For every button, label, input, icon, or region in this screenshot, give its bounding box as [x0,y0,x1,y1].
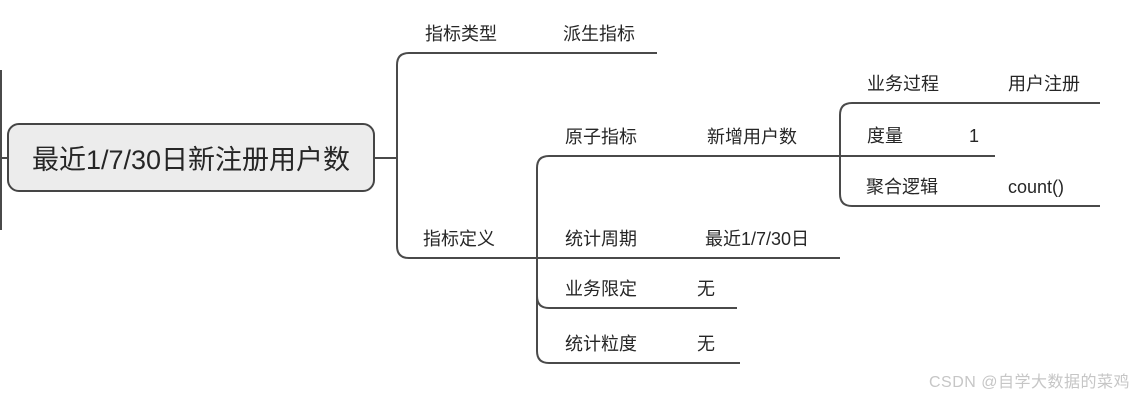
node-measure-label[interactable]: 度量 [867,126,903,146]
node-atomic-metric-label[interactable]: 原子指标 [565,127,637,147]
node-business-process-label[interactable]: 业务过程 [867,74,939,94]
node-atomic-metric-value[interactable]: 新增用户数 [707,127,797,147]
watermark: CSDN @自学大数据的菜鸡 [928,374,1130,391]
node-metric-definition-label[interactable]: 指标定义 [423,229,495,249]
branch-metric-type-line [396,52,840,259]
node-statistic-granularity-label[interactable]: 统计粒度 [565,334,637,354]
branch-aggregation-logic-line [839,156,1100,207]
node-business-process-value[interactable]: 用户注册 [1008,74,1080,94]
branch-business-process-line [839,102,1100,156]
node-business-limit-value[interactable]: 无 [697,279,715,299]
node-statistic-granularity-value[interactable]: 无 [697,334,715,354]
node-metric-type-label[interactable]: 指标类型 [425,24,497,44]
node-statistic-period-value[interactable]: 最近1/7/30日 [705,229,810,249]
root-node[interactable]: 最近1/7/30日新注册用户数 [7,123,375,192]
node-statistic-period-label[interactable]: 统计周期 [565,229,637,249]
branch-statistic-granularity-line [536,258,740,364]
node-measure-value[interactable]: 1 [969,126,980,146]
node-aggregation-logic-label[interactable]: 聚合逻辑 [866,177,938,197]
root-node-label: 最近1/7/30日新注册用户数 [31,145,351,175]
branch-atomic-metric-line [536,155,995,258]
node-business-limit-label[interactable]: 业务限定 [565,279,637,299]
node-metric-type-value[interactable]: 派生指标 [563,24,635,44]
node-aggregation-logic-value[interactable]: count() [1008,177,1065,197]
